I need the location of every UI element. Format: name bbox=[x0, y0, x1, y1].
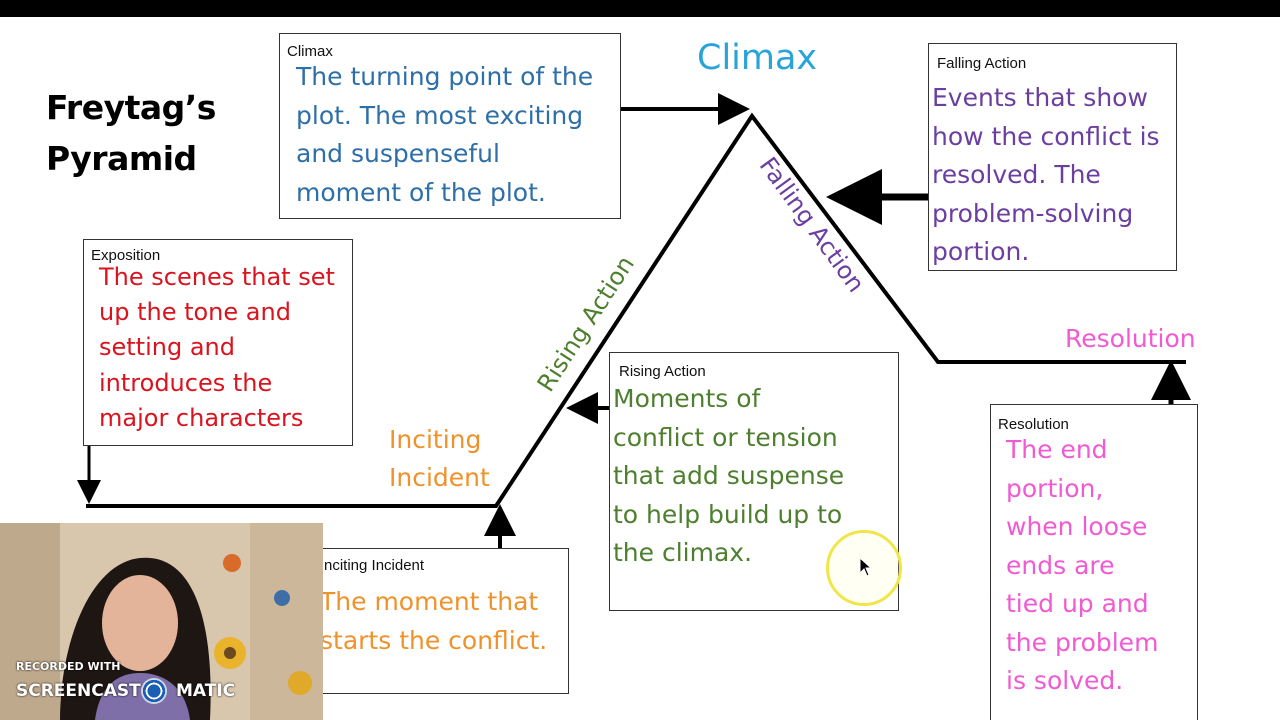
inciting-incident-box-line: starts the conflict. bbox=[320, 625, 548, 655]
rising-action-box-text: Moments of conflict or tension that add … bbox=[613, 380, 844, 573]
climax-box-line: plot. The most exciting bbox=[296, 100, 584, 130]
exposition-box-line: major characters bbox=[99, 403, 304, 432]
exposition-box-line: The scenes that set bbox=[99, 263, 335, 291]
inciting-incident-box-heading: nciting Incident bbox=[324, 557, 425, 574]
falling-action-box-line: Events that show bbox=[932, 83, 1148, 112]
rising-action-box-line: conflict or tension bbox=[613, 422, 838, 452]
climax-label: Climax bbox=[697, 38, 818, 78]
title-line-2: Pyramid bbox=[46, 139, 197, 178]
webcam-image bbox=[0, 523, 323, 720]
plot-line bbox=[86, 112, 1186, 508]
watermark-recorded-with: RECORDED WITH bbox=[16, 660, 121, 673]
resolution-box-heading: Resolution bbox=[998, 416, 1069, 433]
exposition-box-line: setting and bbox=[99, 333, 235, 362]
exposition-box-line: up the tone and bbox=[99, 298, 291, 327]
rising-action-box-heading: Rising Action bbox=[619, 363, 706, 380]
climax-box: Climax The turning point of the plot. Th… bbox=[279, 33, 621, 219]
climax-box-line: moment of the plot. bbox=[296, 177, 546, 207]
mouse-cursor-icon bbox=[859, 557, 873, 577]
page-title: Freytag’s Pyramid bbox=[46, 82, 216, 184]
climax-box-text: The turning point of the plot. The most … bbox=[296, 58, 593, 212]
resolution-box-line: The end bbox=[1006, 435, 1108, 464]
falling-action-box-line: resolved. The bbox=[932, 160, 1101, 189]
title-line-1: Freytag’s bbox=[46, 88, 216, 127]
climax-box-heading: Climax bbox=[287, 43, 333, 60]
resolution-box: Resolution The end portion, when loose e… bbox=[990, 404, 1198, 720]
inciting-incident-label-line-2: Incident bbox=[389, 463, 490, 492]
exposition-box: Exposition The scenes that set up the to… bbox=[83, 239, 353, 446]
resolution-box-text: The end portion, when loose ends are tie… bbox=[1006, 431, 1158, 701]
screencast-logo-icon bbox=[141, 678, 167, 704]
top-black-bar bbox=[0, 0, 1280, 17]
climax-box-line: and suspenseful bbox=[296, 139, 500, 168]
resolution-box-line: ends are bbox=[1006, 550, 1115, 580]
rising-action-box-line: to help build up to bbox=[613, 499, 843, 529]
resolution-label: Resolution bbox=[1065, 324, 1196, 353]
falling-action-box-heading: Falling Action bbox=[937, 55, 1027, 72]
inciting-incident-box-line: The moment that bbox=[320, 587, 539, 616]
screencast-watermark: RECORDED WITH SCREENCAST MATIC bbox=[0, 655, 323, 720]
exposition-box-text: The scenes that set up the tone and sett… bbox=[99, 260, 335, 436]
inciting-incident-box-text: The moment that starts the conflict. bbox=[320, 583, 547, 660]
climax-box-line: The turning point of the bbox=[296, 62, 594, 91]
falling-action-box-text: Events that show how the conflict is res… bbox=[932, 79, 1160, 270]
resolution-box-line: portion, bbox=[1006, 473, 1104, 503]
watermark-brand-right: MATIC bbox=[176, 681, 236, 701]
watermark-brand-left: SCREENCAST bbox=[16, 681, 141, 701]
inciting-incident-box: nciting Incident The moment that starts … bbox=[300, 548, 569, 694]
rising-action-box-line: the climax. bbox=[613, 538, 753, 567]
falling-action-box: Falling Action Events that show how the … bbox=[928, 43, 1177, 271]
resolution-box-line: the problem bbox=[1006, 627, 1159, 657]
exposition-box-line: introduces the bbox=[99, 368, 273, 397]
resolution-box-line: is solved. bbox=[1006, 666, 1124, 695]
resolution-box-line: tied up and bbox=[1006, 589, 1149, 618]
resolution-box-line: when loose bbox=[1006, 512, 1148, 541]
exposition-box-heading: Exposition bbox=[91, 247, 161, 264]
rising-action-box: Rising Action Moments of conflict or ten… bbox=[609, 352, 899, 611]
rising-action-box-line: that add suspense bbox=[613, 461, 845, 490]
falling-action-box-line: problem-solving bbox=[932, 198, 1134, 228]
falling-action-box-line: portion. bbox=[932, 237, 1030, 266]
rising-action-box-line: Moments of bbox=[613, 384, 761, 413]
inciting-incident-label-line-1: Inciting bbox=[389, 425, 482, 454]
falling-action-box-line: how the conflict is bbox=[932, 121, 1160, 151]
